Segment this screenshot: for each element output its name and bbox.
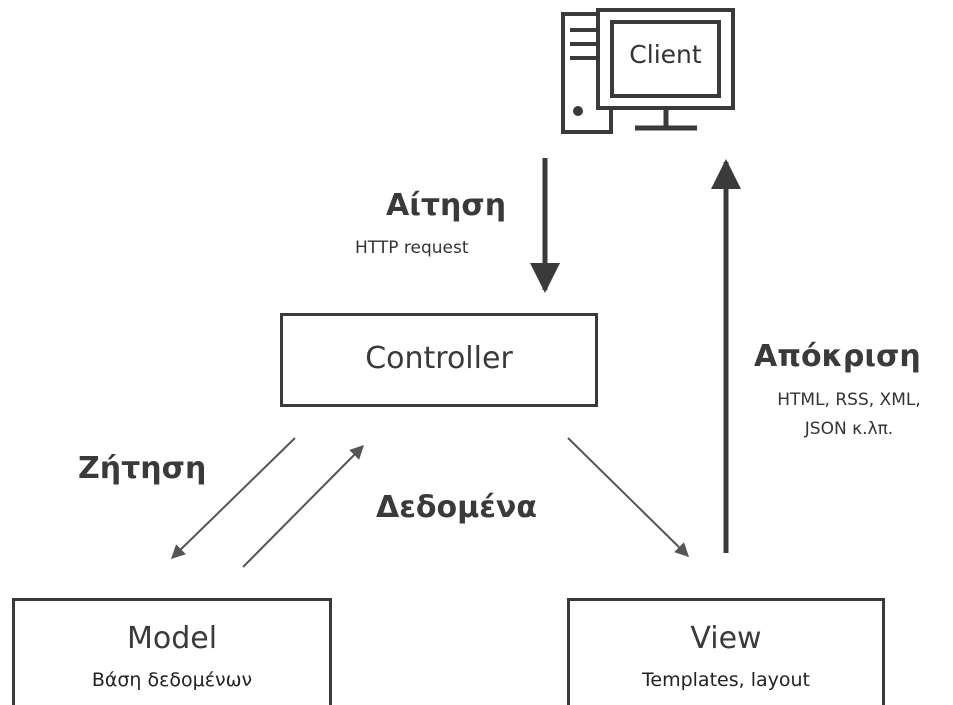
request-title: Αίτηση (386, 188, 507, 223)
query-arrow (170, 437, 296, 559)
controller-to-view-arrow (567, 437, 689, 557)
view-box: View Templates, layout (567, 598, 885, 705)
response-title: Απόκριση (754, 339, 921, 374)
controller-box: Controller (280, 313, 598, 407)
response-detail-line2: JSON κ.λπ. (804, 419, 894, 439)
query-title: Ζήτηση (78, 451, 207, 486)
request-detail: HTTP request (355, 238, 469, 258)
model-box: Model Βάση δεδομένων (12, 598, 332, 705)
data-arrow (242, 445, 364, 568)
view-label: View (690, 621, 762, 656)
view-sublabel: Templates, layout (642, 669, 810, 691)
model-sublabel: Βάση δεδομένων (91, 669, 253, 691)
client-label: Client (629, 40, 702, 69)
controller-label: Controller (365, 341, 513, 376)
computer-icon (561, 8, 735, 134)
response-detail-line1: HTML, RSS, XML, (777, 390, 921, 410)
data-title: Δεδομένα (376, 490, 537, 525)
model-label: Model (126, 621, 218, 656)
